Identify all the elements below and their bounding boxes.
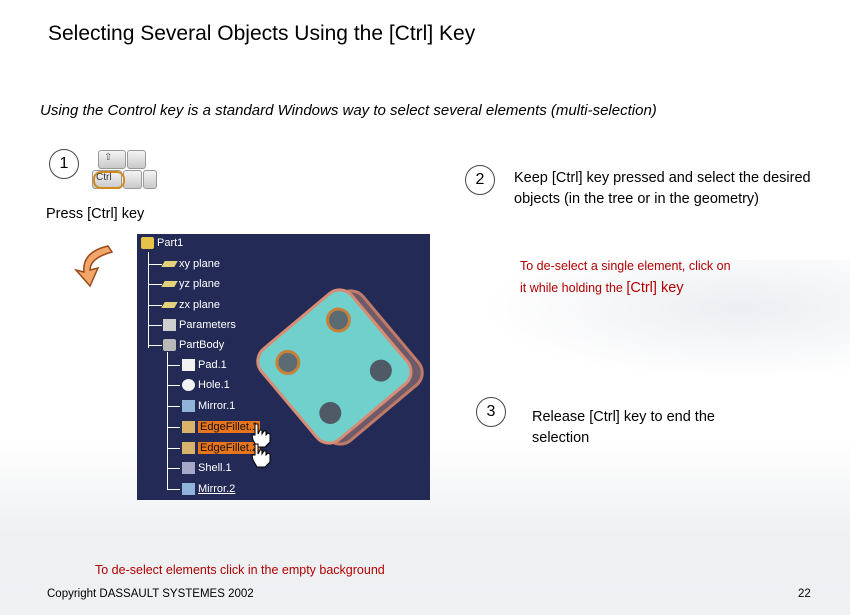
plane-icon [161,302,178,309]
intro-text: Using the Control key is a standard Wind… [40,102,657,119]
hand-cursor-icon [251,443,271,468]
plane-icon [161,261,178,268]
parameters-icon [163,319,176,332]
hole-icon [182,379,195,392]
tree-item-edgefillet-2[interactable]: EdgeFillet.2 [182,441,261,455]
part-3d-view[interactable] [255,282,425,452]
deselect-single-line1: To de-select a single element, click on [520,259,731,273]
ctrl-key-label: Ctrl [96,172,112,183]
specification-tree-panel: Part1 xy plane yz plane zx plane Paramet… [137,234,430,500]
deselect-single-line2-text: it while holding the [520,281,627,295]
tree-item-xy-plane[interactable]: xy plane [161,257,220,271]
hand-cursor-icon [251,423,271,448]
tree-item-zx-plane[interactable]: zx plane [161,298,220,312]
pad-icon [182,359,195,372]
fillet-icon [182,442,195,455]
keyboard-keys-icon: ⇧ Ctrl [92,150,158,190]
background-fade-right [480,260,850,380]
tree-item-parameters[interactable]: Parameters [163,318,236,332]
step-1-caption: Press [Ctrl] key [46,206,145,222]
tree-item-mirror-1[interactable]: Mirror.1 [182,399,235,413]
body-icon [163,339,176,352]
step-2-number: 2 [465,165,495,195]
tree-item-edgefillet-1[interactable]: EdgeFillet.1 [182,420,261,434]
page-title: Selecting Several Objects Using the [Ctr… [48,22,476,45]
plane-icon [161,281,178,288]
deselect-single-ctrl: [Ctrl] key [626,280,684,296]
step-1-number: 1 [49,149,79,179]
tree-item-mirror-2[interactable]: Mirror.2 [182,482,235,496]
fillet-icon [182,421,195,434]
shell-icon [182,462,195,475]
step-3-number: 3 [476,397,506,427]
step-3-text: Release [Ctrl] key to end the selection [532,409,715,446]
copyright-footer: Copyright DASSAULT SYSTEMES 2002 [47,588,254,600]
deselect-single-line2: it while holding the [Ctrl] key [520,279,684,297]
part-icon [141,237,154,250]
page-number: 22 [798,588,811,600]
curved-arrow-icon [73,245,114,288]
tree-item-hole[interactable]: Hole.1 [182,378,230,392]
tree-item-shell[interactable]: Shell.1 [182,461,232,475]
mirror-icon [182,483,195,496]
tree-item-partbody[interactable]: PartBody [163,338,224,352]
mirror-icon [182,400,195,413]
deselect-all-note: To de-select elements click in the empty… [95,563,385,577]
tree-item-yz-plane[interactable]: yz plane [161,277,220,291]
step-2-text: Keep [Ctrl] key pressed and select the d… [514,170,811,207]
tree-item-pad[interactable]: Pad.1 [182,358,227,372]
tree-root-part1[interactable]: Part1 [141,236,183,250]
